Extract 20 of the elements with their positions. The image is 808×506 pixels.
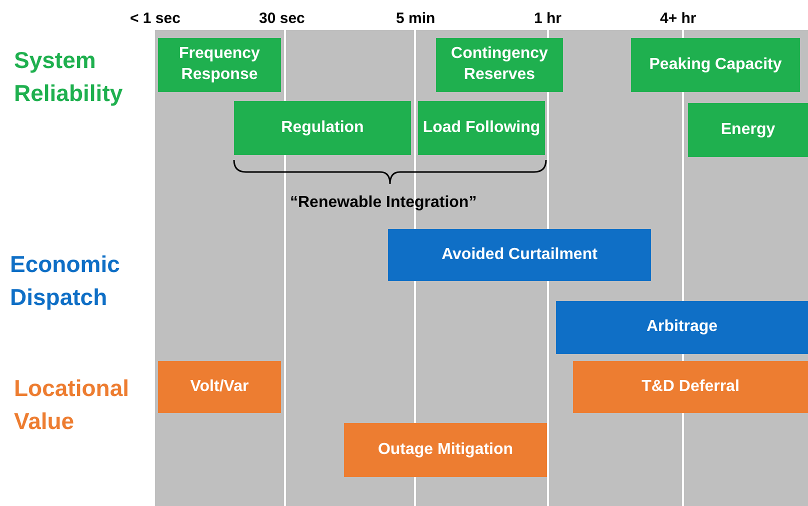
category-box: Peaking Capacity <box>631 38 800 92</box>
tick-label: 4+ hr <box>660 9 696 29</box>
category-box: Volt/Var <box>158 361 281 413</box>
category-box: Frequency Response <box>158 38 281 92</box>
category-box: Avoided Curtailment <box>388 229 651 281</box>
category-box: Regulation <box>234 101 411 155</box>
tick-label: 30 sec <box>259 9 305 29</box>
tick-label: < 1 sec <box>130 9 180 29</box>
category-box: T&D Deferral <box>573 361 808 413</box>
category-heading: Locational Value <box>14 374 130 436</box>
bracket-label: “Renewable Integration” <box>290 193 477 213</box>
tick-label: 5 min <box>396 9 436 29</box>
category-heading: System Reliability <box>14 46 124 108</box>
category-box: Load Following <box>418 101 545 155</box>
category-box: Outage Mitigation <box>344 423 547 477</box>
category-box: Energy <box>688 103 808 157</box>
category-heading: Economic Dispatch <box>10 250 121 312</box>
tick-label: 1 hr <box>534 9 562 29</box>
category-box: Arbitrage <box>556 301 808 354</box>
category-box: Contingency Reserves <box>436 38 563 92</box>
